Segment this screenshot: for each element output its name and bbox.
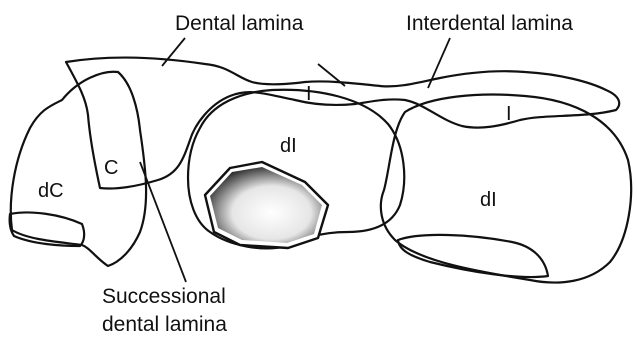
label-interdental-lamina: Interdental lamina [406,12,573,35]
label-lamina-i-center: I [306,83,312,105]
dental-lamina-band [66,58,619,189]
tooth-germ-di-right-cavity [398,235,548,277]
label-tooth-di-right: dI [480,189,497,211]
label-successional-line2: dental lamina [102,313,227,336]
label-successional-line1: Successional [102,285,226,308]
label-dental-lamina: Dental lamina [175,12,304,35]
label-lamina-c: C [104,157,118,179]
tooth-germ-di-center-socket-interior [210,167,322,243]
label-tooth-dc: dC [38,180,64,202]
tooth-germ-di-center [188,90,404,249]
tooth-germ-dc-body [11,72,146,266]
leader-interdental-lamina [428,38,450,88]
tooth-germ-dc [10,72,146,266]
label-tooth-di-center: dI [280,135,297,157]
leader-successional-dental-lamina [140,162,186,282]
label-lamina-i-right: I [506,103,512,125]
